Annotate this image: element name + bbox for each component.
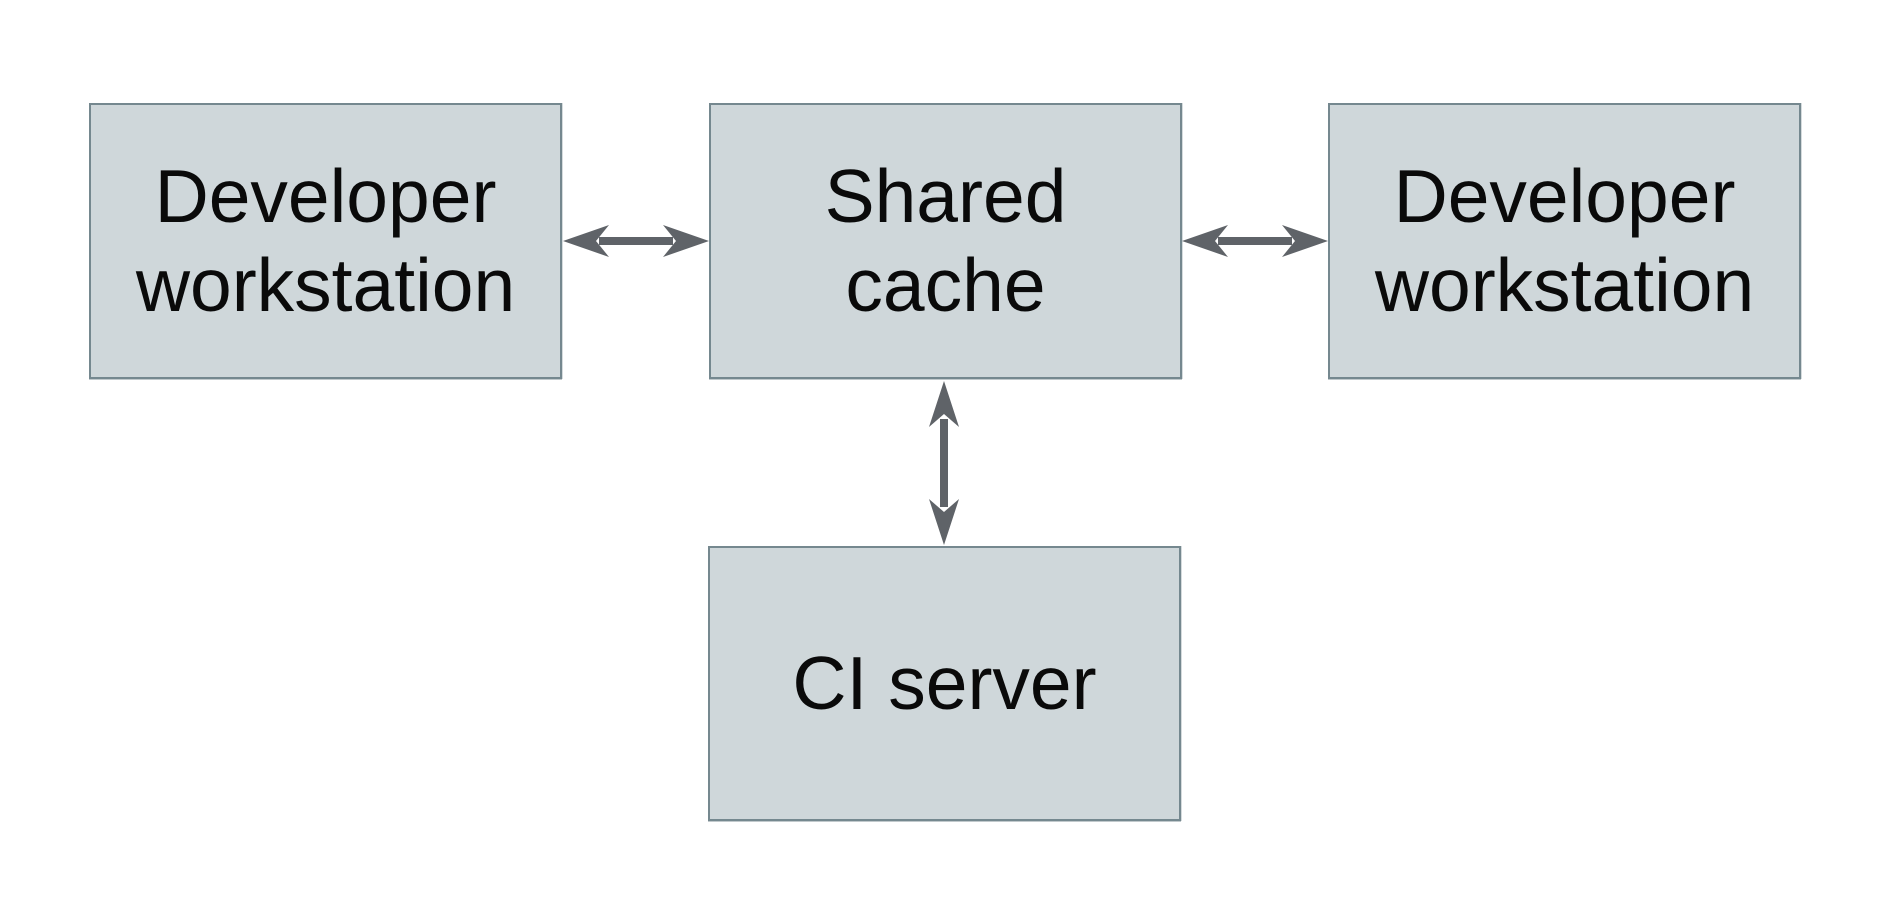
node-ci-server: CI server bbox=[708, 546, 1181, 821]
node-label-ci-server: CI server bbox=[792, 641, 1097, 725]
bidirectional-arrow-icon-left-workstation-to-cache bbox=[563, 225, 709, 257]
bidirectional-arrow-icon-cache-to-right-workstation bbox=[1182, 225, 1328, 257]
bidirectional-arrow-icon-cache-to-ci-server bbox=[929, 381, 959, 545]
